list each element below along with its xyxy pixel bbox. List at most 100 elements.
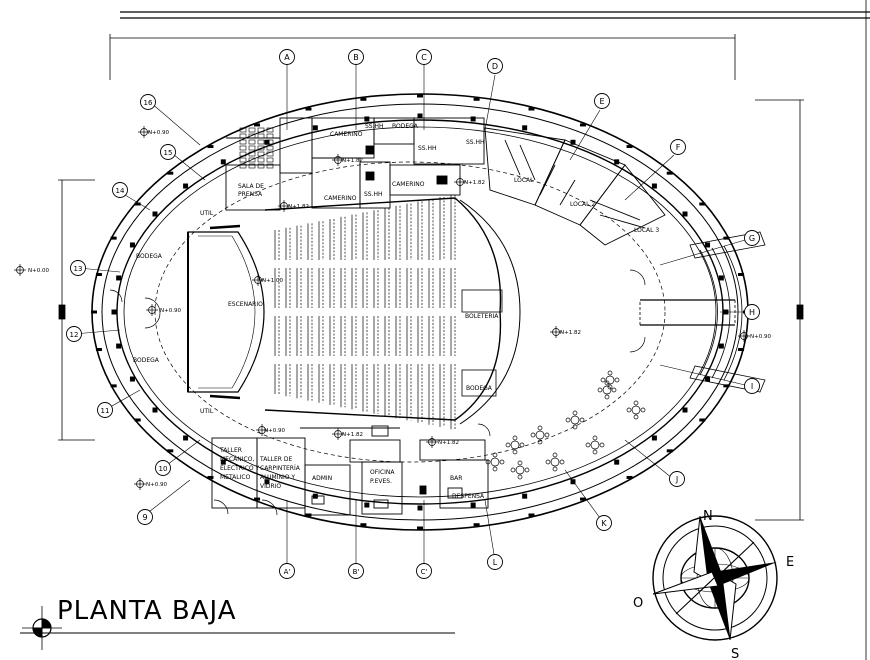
window-mullion: [699, 418, 706, 422]
column: [312, 125, 318, 131]
level-n182-f: N+1.82: [438, 440, 459, 446]
column: [129, 242, 135, 248]
window-mullion: [167, 171, 174, 175]
table: [510, 440, 520, 450]
level-n100-stage: N+1.00: [262, 278, 283, 284]
chair: [537, 439, 543, 445]
label-sala-prensa-1: SALA DE: [238, 183, 264, 190]
level-n182-d: N+1.82: [560, 330, 581, 336]
column: [522, 125, 528, 131]
column: [682, 407, 688, 413]
label-util-bottom: UTIL: [200, 408, 214, 415]
label-bar: BAR: [450, 475, 462, 482]
column: [614, 459, 620, 465]
level-n000-left: N+0.00: [28, 268, 49, 274]
window-mullion: [134, 418, 141, 422]
axis-bubble-label: B: [353, 53, 359, 62]
level-n182-a: N+1.82: [342, 158, 363, 164]
column: [718, 343, 724, 349]
axis-bubble: [416, 563, 432, 579]
label-camerino-2: CAMERINO: [324, 195, 357, 202]
window-mullion: [699, 202, 706, 206]
label-bodega-right: BODEGA: [466, 385, 493, 392]
column: [570, 479, 576, 485]
chair: [579, 417, 585, 423]
north-compass: [652, 515, 778, 641]
table: [490, 457, 500, 467]
table: [515, 465, 525, 475]
label-bodega-bottom: BODEGA: [133, 357, 160, 364]
press-seat: [257, 127, 265, 133]
level-n182-e: N+1.82: [342, 432, 363, 438]
axis-bubble: [348, 49, 364, 65]
table: [535, 430, 545, 440]
axis-bubble: [66, 326, 82, 342]
axis-bubble: [160, 144, 176, 160]
axis-bubble-label: 11: [101, 407, 110, 415]
column: [470, 116, 476, 122]
chair: [510, 467, 516, 473]
chair: [552, 466, 558, 472]
label-oficina-2: P.EVES.: [370, 478, 392, 485]
axis-bubble: [155, 460, 171, 476]
press-seat: [248, 163, 256, 169]
axis-bubble: [140, 94, 156, 110]
level-n090-left-bottom: N+0.90: [146, 482, 167, 488]
label-camerino-1: CAMERINO: [330, 131, 363, 138]
chair: [614, 377, 620, 383]
chair: [611, 387, 617, 393]
label-taller-mec-2: MECÁNICO,: [220, 456, 254, 463]
column: [364, 502, 370, 508]
chair: [565, 417, 571, 423]
chair: [607, 370, 613, 376]
level-n182-b: N+1.82: [288, 204, 309, 210]
window-mullion: [723, 384, 730, 388]
axis-bubble-label: F: [676, 143, 681, 152]
column: [651, 183, 657, 189]
column: [264, 479, 270, 485]
chair: [592, 449, 598, 455]
axis-bubble-label: G: [749, 234, 755, 243]
label-taller-carp-3: ALUMINIO Y: [260, 474, 295, 481]
level-n090-left-top: N+0.90: [148, 130, 169, 136]
label-taller-mec-1: TALLER: [219, 447, 242, 454]
press-seat: [239, 139, 247, 145]
chair: [607, 384, 613, 390]
table: [590, 440, 600, 450]
axis-bubble: [348, 563, 364, 579]
window-mullion: [417, 526, 423, 530]
axis-bubble-label: C: [421, 53, 427, 62]
chair: [572, 424, 578, 430]
window-mullion: [473, 523, 480, 527]
workshop-rooms: [211, 425, 489, 516]
label-despensa: DESPENSA: [452, 493, 485, 500]
column: [522, 493, 528, 499]
building-walls: [91, 93, 749, 531]
press-seat: [257, 133, 265, 139]
press-seat: [257, 157, 265, 163]
window-mullion: [666, 449, 673, 453]
chair: [633, 414, 639, 420]
axis-lines: [73, 65, 746, 565]
compass-n: N: [703, 509, 713, 524]
axis-bubble-label: J: [675, 475, 678, 484]
axis-bubble-label: K: [601, 519, 607, 528]
chair: [597, 387, 603, 393]
window-mullion: [580, 497, 586, 501]
chair: [552, 452, 558, 458]
column: [152, 211, 158, 217]
column: [183, 435, 189, 441]
press-seat: [248, 157, 256, 163]
press-seat: [239, 133, 247, 139]
axis-bubble-label: 9: [142, 513, 147, 522]
press-room-seats: [239, 127, 274, 169]
axis-bubble-label: C': [421, 568, 428, 576]
column: [152, 407, 158, 413]
axis-bubble: [70, 260, 86, 276]
window-mullion: [167, 449, 174, 453]
stage: [187, 224, 265, 400]
press-seat: [257, 151, 265, 157]
column: [470, 502, 476, 508]
axis-bubble: [744, 304, 760, 320]
label-util-top: UTIL: [200, 210, 214, 217]
